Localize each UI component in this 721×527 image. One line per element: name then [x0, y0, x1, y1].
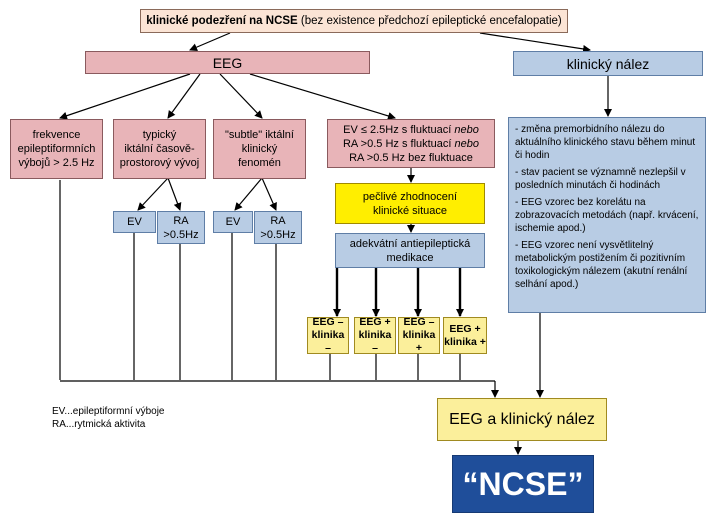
- suspicion-bold: klinické podezření na NCSE: [146, 15, 298, 27]
- ev-box-1: EV: [113, 211, 156, 233]
- ncse-label: “NCSE”: [462, 466, 584, 502]
- arrow-c3-ev: [234, 177, 263, 211]
- legend: EV...epileptiformní výboje RA...rytmická…: [52, 405, 164, 431]
- clinical-point: - stav pacient se významně nezlepšil v p…: [515, 167, 686, 191]
- criterion-subtle: "subtle" iktální klinický fenomén: [213, 119, 306, 179]
- ra-threshold: >0.5Hz: [260, 228, 296, 241]
- ev-box-2: EV: [213, 211, 253, 233]
- ev-label: EV: [127, 216, 142, 228]
- suspicion-rest: (bez existence předchozí epileptické enc…: [297, 15, 562, 27]
- arrow-eeg-c4: [249, 73, 396, 120]
- criterion-subtle-line: klinický: [241, 143, 278, 155]
- ra-box-2: RA >0.5Hz: [254, 211, 302, 244]
- clinical-point: - EEG vzorec není vysvětlitelný metaboli…: [515, 240, 688, 290]
- medication-line: adekvátní antiepileptická: [349, 237, 471, 250]
- outcome-line: klinika –: [358, 329, 392, 354]
- criterion-subtle-line: "subtle" iktální: [225, 129, 294, 141]
- ra-label: RA: [270, 214, 286, 227]
- ev-label: EV: [225, 216, 241, 228]
- criterion-evolution: typický iktální časově- prostorový vývoj: [113, 119, 206, 179]
- criterion-fluctuation: EV ≤ 2.5Hz s fluktuací nebo RA >0.5 Hz s…: [327, 119, 495, 168]
- criterion-subtle-line: fenomén: [238, 157, 281, 169]
- outcome-eeg-pos-clin-neg: EEG + klinika –: [354, 316, 396, 354]
- eeg-label: EEG: [212, 54, 243, 71]
- criterion-emphasis: nebo: [454, 123, 479, 136]
- eeg-box: EEG: [85, 51, 370, 74]
- ra-box-1: RA >0.5Hz: [157, 211, 205, 244]
- outcome-line: EEG –: [312, 316, 344, 328]
- outcome-eeg-neg-clin-neg: EEG – klinika –: [307, 316, 349, 354]
- evaluation-line: klinické situace: [373, 204, 447, 217]
- arrow-c2-ra: [167, 177, 182, 211]
- arrow-eeg-c2: [167, 73, 201, 119]
- clinical-point: - změna premorbidního nálezu do aktuální…: [515, 124, 696, 161]
- clinical-points-box: - změna premorbidního nálezu do aktuální…: [508, 117, 706, 313]
- criterion-evolution-line: iktální časově-: [124, 143, 195, 155]
- legend-ev: EV...epileptiformní výboje: [52, 406, 165, 417]
- outcome-line: klinika +: [444, 335, 486, 348]
- criterion-fluctuation-line: RA >0.5 Hz bez fluktuace: [349, 151, 473, 164]
- criterion-fluctuation-line: RA >0.5 Hz s fluktuací nebo: [343, 137, 479, 151]
- criterion-evolution-line: prostorový vývoj: [119, 157, 200, 169]
- outcome-line: EEG +: [449, 322, 481, 335]
- ncse-result-box: “NCSE”: [452, 455, 594, 513]
- clinical-finding-box: klinický nález: [513, 51, 703, 76]
- legend-ra: RA...rytmická aktivita: [52, 419, 146, 430]
- criterion-frequency-line: výbojů > 2.5 Hz: [18, 157, 95, 169]
- criterion-frequency-line: epileptiformních: [17, 143, 96, 155]
- evaluation-box: pečlivé zhodnocení klinické situace: [335, 183, 485, 224]
- outcome-line: EEG –: [403, 316, 435, 328]
- arrow-eeg-c1: [59, 73, 191, 120]
- arrow-c2-ev: [137, 177, 169, 211]
- outcome-line: EEG +: [359, 316, 391, 328]
- combined-box: EEG a klinický nález: [437, 398, 607, 441]
- outcome-eeg-neg-clin-pos: EEG – klinika +: [398, 316, 440, 354]
- ra-threshold: >0.5Hz: [163, 228, 199, 241]
- criterion-text: RA >0.5 Hz s fluktuací: [342, 137, 455, 150]
- criterion-fluctuation-line: EV ≤ 2.5Hz s fluktuací nebo: [343, 123, 479, 137]
- suspicion-box: klinické podezření na NCSE (bez existenc…: [140, 9, 568, 33]
- clinical-point: - EEG vzorec bez korelátu na zobrazovací…: [515, 197, 699, 234]
- outcome-line: klinika +: [402, 329, 436, 354]
- medication-line: medikace: [386, 251, 434, 264]
- arrow-top-to-eeg: [189, 32, 231, 51]
- ra-label: RA: [173, 214, 189, 227]
- criterion-frequency: frekvence epileptiformních výbojů > 2.5 …: [10, 119, 103, 179]
- criterion-emphasis: nebo: [454, 137, 480, 150]
- clinical-finding-label: klinický nález: [566, 55, 650, 72]
- criterion-frequency-line: frekvence: [32, 129, 81, 141]
- arrow-c3-ra: [261, 177, 277, 211]
- combined-label: EEG a klinický nález: [449, 410, 595, 428]
- outcome-eeg-pos-clin-pos: EEG + klinika +: [443, 317, 487, 354]
- arrow-eeg-c3: [219, 73, 263, 119]
- arrow-top-to-clinical: [479, 32, 591, 53]
- criterion-evolution-line: typický: [142, 129, 177, 141]
- outcome-line: klinika –: [311, 329, 345, 354]
- criterion-text: EV ≤ 2.5Hz s fluktuací: [343, 123, 455, 136]
- medication-box: adekvátní antiepileptická medikace: [335, 233, 485, 268]
- evaluation-line: pečlivé zhodnocení: [362, 190, 458, 203]
